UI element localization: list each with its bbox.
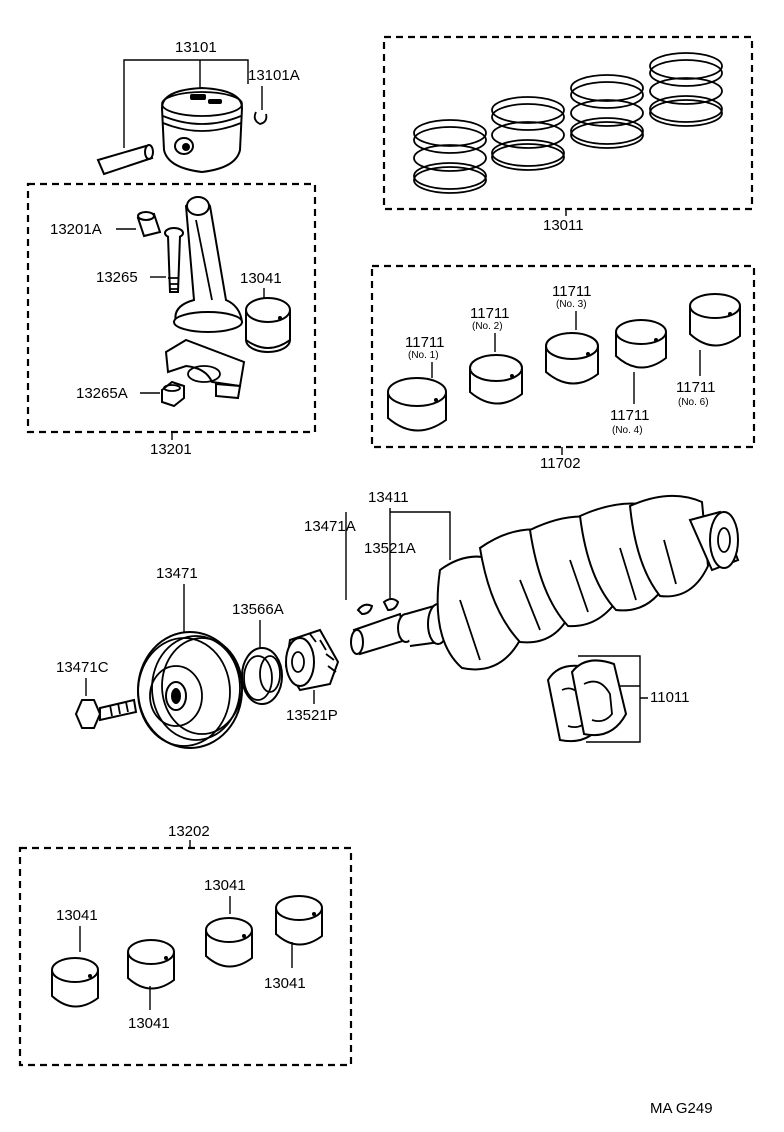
label-spacer: 13566A — [232, 601, 284, 618]
label-main-bearing-6: 11711 — [676, 379, 716, 396]
label-rod-bearing-set: 13202 — [168, 823, 210, 840]
figure-code: MA G249 — [650, 1100, 713, 1117]
label-rod-assy: 13201 — [150, 441, 192, 458]
leader-thrust-washer — [578, 655, 648, 743]
label-main-bearing-1: 11711 — [405, 334, 445, 351]
label-rod-bearing-c: 13041 — [204, 877, 246, 894]
thrust-washers — [546, 659, 628, 742]
rod-bushing — [136, 211, 162, 238]
ring-stack-4 — [649, 52, 723, 127]
main-bearing-2 — [469, 354, 523, 405]
label-main-bearing-2: 11711 — [470, 305, 510, 322]
main-bearing-3 — [545, 332, 599, 385]
label-bearing-no2: (No. 2) — [472, 321, 503, 332]
ring-set-box — [382, 35, 754, 211]
rod-bearing — [245, 297, 291, 353]
label-pulley-bolt: 13471C — [56, 659, 109, 676]
label-main-bearing-3: 11711 — [552, 283, 592, 300]
piston-clip — [253, 111, 268, 125]
piston-pin — [96, 144, 154, 176]
leader-crankshaft — [345, 508, 451, 606]
label-thrust-washer: 11011 — [650, 689, 690, 706]
rod-bearing-b — [127, 939, 175, 990]
label-main-bearing-set: 11702 — [540, 455, 581, 472]
ring-stack-3 — [570, 74, 644, 149]
crank-pulley — [137, 631, 243, 749]
ring-stack-2 — [491, 96, 565, 171]
rod-bearing-c — [205, 917, 253, 968]
rod-cap — [164, 338, 246, 400]
label-pulley: 13471 — [156, 565, 198, 582]
label-rod-bearing-a: 13041 — [56, 907, 98, 924]
label-crankshaft: 13411 — [368, 489, 409, 506]
label-rod-bushing: 13201A — [50, 221, 102, 238]
label-timing-gear: 13521P — [286, 707, 338, 724]
rod-nut — [161, 380, 185, 408]
piston-group: 13101 13101A — [96, 39, 300, 176]
label-rod-bearing-b: 13041 — [128, 1015, 170, 1032]
rod-bearing-d — [275, 895, 323, 946]
label-ring-set: 13011 — [543, 217, 584, 234]
label-crank-key-a: 13471A — [304, 518, 356, 535]
label-rod-bolt: 13265 — [96, 269, 138, 286]
piston — [160, 86, 244, 174]
rod-bearing-a — [51, 957, 99, 1008]
label-rod-nut: 13265A — [76, 385, 128, 402]
label-bearing-no6: (No. 6) — [678, 397, 709, 408]
connecting-rod — [173, 196, 244, 333]
main-bearing-1 — [387, 377, 447, 432]
label-bearing-no3: (No. 3) — [556, 299, 587, 310]
timing-gear — [284, 628, 340, 692]
crank-spacer — [241, 647, 283, 705]
leader-piston — [123, 59, 249, 148]
main-bearing-6 — [689, 293, 741, 347]
label-bearing-no1: (No. 1) — [408, 350, 439, 361]
label-rod-bearing: 13041 — [240, 270, 282, 287]
woodruff-keys — [356, 598, 400, 616]
main-bearing-box — [370, 264, 756, 449]
rod-bolt — [164, 227, 184, 293]
rod-bearing-set-box — [18, 846, 353, 1067]
label-crank-key-b: 13521A — [364, 540, 416, 557]
crankshaft — [350, 494, 740, 671]
ring-stack-1 — [413, 119, 487, 194]
label-rod-bearing-d: 13041 — [264, 975, 306, 992]
label-piston-clip: 13101A — [248, 67, 300, 84]
label-main-bearing-4: 11711 — [610, 407, 650, 424]
pulley-bolt — [74, 698, 138, 729]
piston-rings — [413, 52, 723, 194]
label-piston: 13101 — [175, 39, 217, 56]
main-bearing-4 — [615, 319, 667, 369]
label-bearing-no4: (No. 4) — [612, 425, 643, 436]
